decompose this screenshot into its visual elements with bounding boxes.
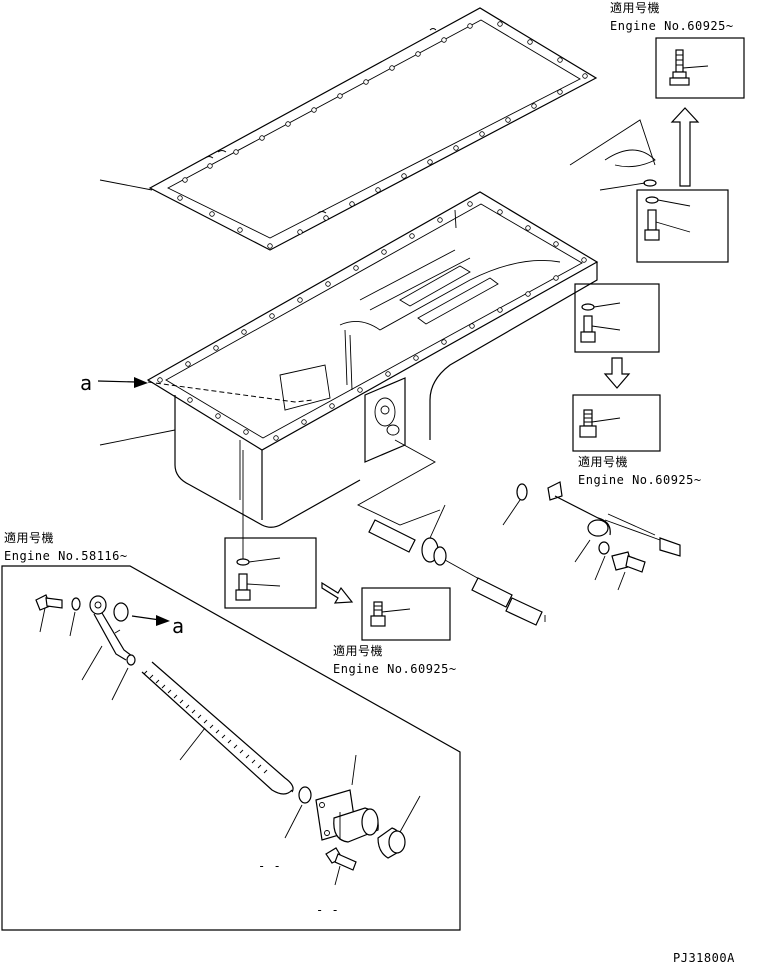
- engine-no-label-right: Engine No.60925~: [578, 473, 702, 487]
- dash-mark-1: - -: [258, 859, 281, 873]
- banjo-bolt-icon: [35, 594, 63, 611]
- washer-bolt-box-lower: [224, 537, 317, 609]
- down-arrow-icon: [603, 357, 631, 389]
- strainer-body: [315, 754, 379, 860]
- dipstick-guide: [357, 439, 546, 626]
- diagonal-arrow-icon: [321, 581, 354, 604]
- ref-a-detail: a: [172, 614, 184, 638]
- engine-no-label-left: Engine No.58116~: [4, 549, 128, 563]
- applicable-label-lower: 適用号機: [333, 643, 383, 658]
- applicable-label-left: 適用号機: [4, 530, 54, 545]
- up-arrow-icon: [670, 107, 700, 187]
- engine-no-label-lower: Engine No.60925~: [333, 662, 457, 676]
- o-ring-icon-detail: [113, 602, 129, 622]
- bolt-icon: [669, 49, 709, 86]
- lever-bolt-icon: [611, 551, 646, 573]
- oil-pan-leader-line: [99, 429, 176, 446]
- gasket-leader-line: [99, 179, 153, 191]
- drawing-code: PJ31800A: [673, 951, 735, 965]
- strainer-bolt-icon: [325, 847, 357, 886]
- oil-pan-gasket: [148, 7, 598, 251]
- washer-bolt-box-right: [636, 189, 729, 263]
- o-ring-icon-flange: [298, 786, 312, 804]
- o-ring-icon: [516, 483, 528, 501]
- applicable-label-top: 適用号機: [610, 0, 660, 15]
- washer-icon-detail: [71, 597, 81, 611]
- washer-icon-lever: [598, 541, 610, 555]
- ref-a-arrowhead: [134, 377, 148, 388]
- drain-lever-assembly: [547, 481, 681, 563]
- oil-tube: [126, 654, 294, 795]
- washer-bolt-box-mid: [574, 283, 660, 353]
- plug-icon: [377, 795, 421, 859]
- bolt-box-top: [655, 37, 745, 99]
- banjo-fitting-icon: [89, 595, 133, 661]
- bolt-box-right: [572, 394, 661, 452]
- snap-ring-icon: [604, 149, 656, 168]
- bolt-box-lower: [361, 587, 451, 641]
- washer-bolt-icon-lower: [235, 557, 281, 601]
- washer-bolt-icon-mid: [580, 302, 621, 343]
- ref-a-pan: a: [80, 371, 92, 395]
- washer-bolt-icon: [644, 196, 691, 241]
- detail-frame: [1, 565, 461, 931]
- applicable-label-right: 適用号機: [578, 454, 628, 469]
- ref-a-arrow: [97, 380, 137, 383]
- oil-pan: [146, 191, 599, 528]
- bolt-icon-right: [579, 409, 621, 438]
- engine-no-label-top: Engine No.60925~: [610, 19, 734, 33]
- bolt-icon-lower: [370, 601, 411, 627]
- washer-icon: [643, 179, 657, 187]
- dash-mark-2: - -: [316, 903, 339, 917]
